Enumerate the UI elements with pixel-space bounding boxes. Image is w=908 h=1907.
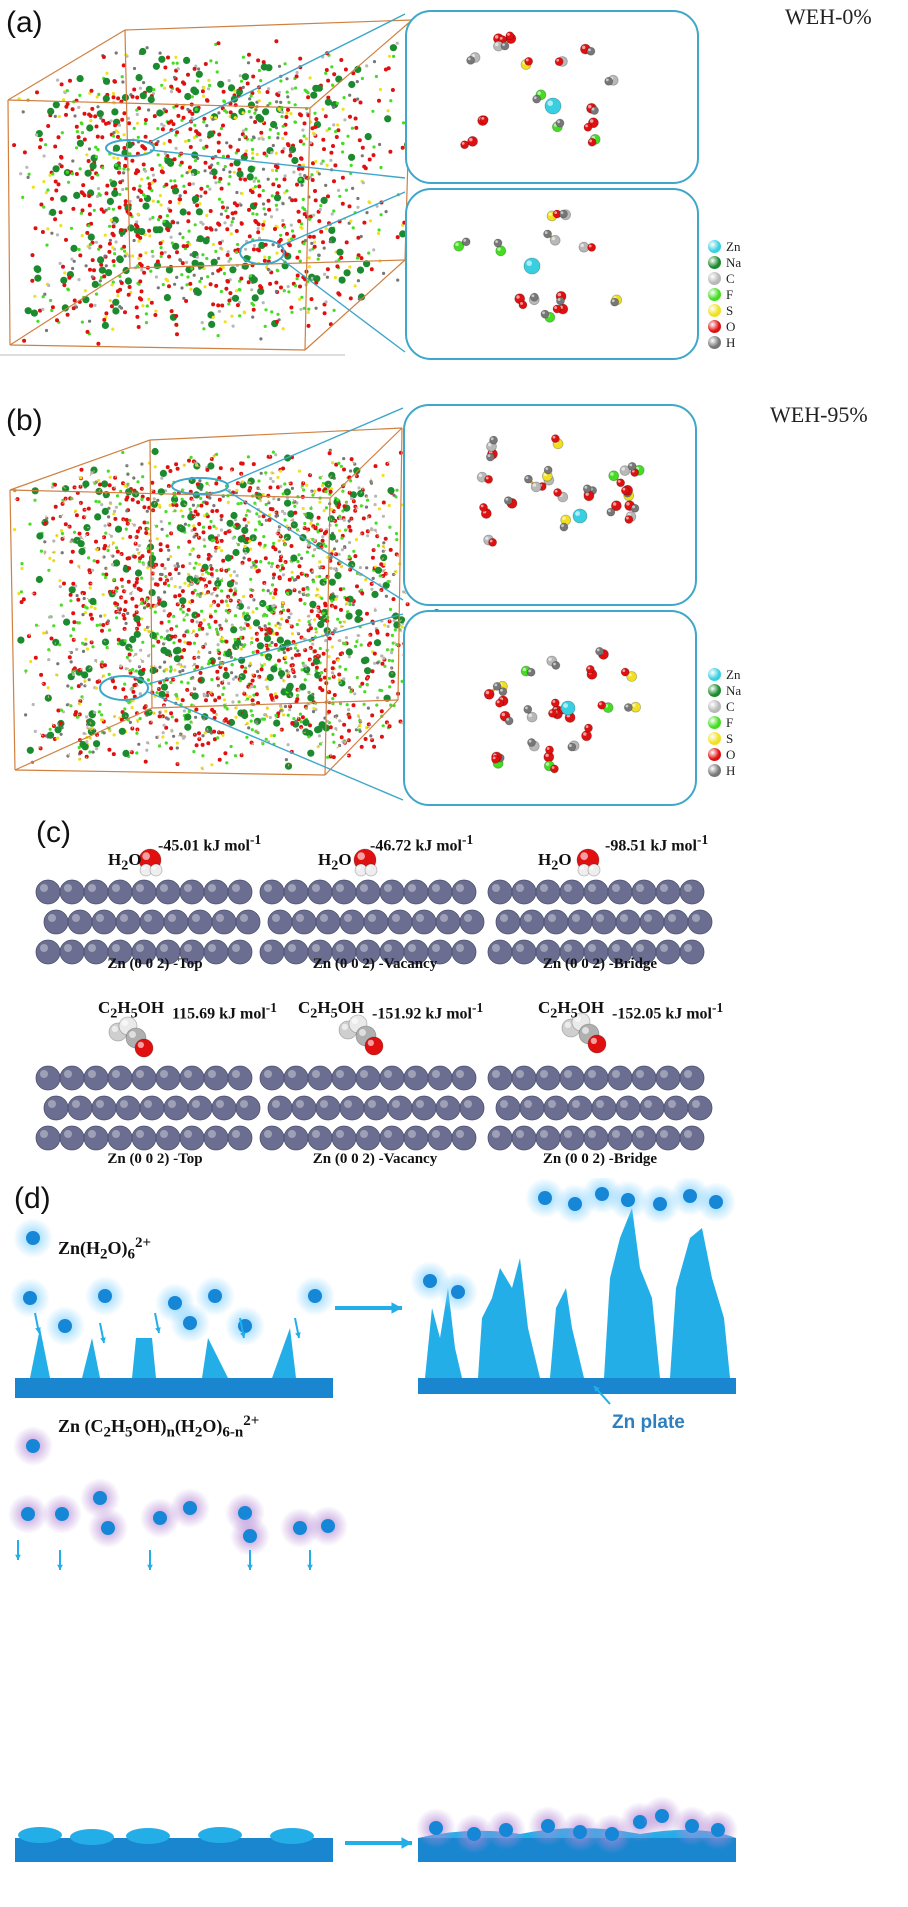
legend-dot-o xyxy=(708,320,721,333)
molecule-label-3: H2O xyxy=(538,850,572,874)
legend-dot-na xyxy=(708,256,721,269)
adsorption-energy-4: 115.69 kJ mol-1 xyxy=(172,1000,277,1023)
legend-label-h: H xyxy=(726,763,736,778)
legend-dot-h xyxy=(708,336,721,349)
molecule-label-6: C2H5OH xyxy=(538,998,605,1022)
md-snapshot-weh-0 xyxy=(0,13,413,356)
site-label-1: Zn (0 0 2) -Top xyxy=(107,956,203,972)
legend-dot-na xyxy=(708,684,721,697)
legend-dot-c xyxy=(708,700,721,713)
adsorption-energy-6: -152.05 kJ mol-1 xyxy=(612,1000,724,1023)
panel-label-a: (a) xyxy=(6,6,43,39)
legend-dot-f xyxy=(708,716,721,729)
legend-dot-s xyxy=(708,304,721,317)
site-label-5: Zn (0 0 2) -Vacancy xyxy=(312,1151,438,1167)
deposition-scheme xyxy=(8,1178,738,1862)
species-label-ethanol: Zn (C2H5OH)n(H2O)6-n2+ xyxy=(58,1413,260,1441)
legend-label-c: C xyxy=(726,699,735,714)
panel-label-b: (b) xyxy=(6,404,43,437)
legend-label-zn: Zn xyxy=(726,667,741,682)
legend-label-na: Na xyxy=(726,683,742,698)
adsorption-energy-2: -46.72 kJ mol-1 xyxy=(370,832,474,855)
callout-molecules-a xyxy=(453,31,623,323)
legend-label-f: F xyxy=(726,715,734,730)
zoom-callout-b-bottom xyxy=(403,610,697,806)
panel-c: (c) H2O -45.01 kJ mol-1 Zn (0 0 2) -Top … xyxy=(0,808,908,1173)
legend-dot-c xyxy=(708,272,721,285)
legend-label-o: O xyxy=(726,747,736,762)
legend-dot-zn xyxy=(708,668,721,681)
molecule-label-2: H2O xyxy=(318,850,352,874)
adsorption-energy-5: -151.92 kJ mol-1 xyxy=(372,1000,484,1023)
legend-dot-o xyxy=(708,748,721,761)
adsorption-energy-3: -98.51 kJ mol-1 xyxy=(605,832,709,855)
legend-label-s: S xyxy=(726,731,734,746)
legend-label-c: C xyxy=(726,271,735,286)
panel-title-b: WEH-95% xyxy=(770,402,868,427)
species-label-water: Zn(H2O)62+ xyxy=(58,1235,152,1263)
legend-label-na: Na xyxy=(726,255,742,270)
legend-label-f: F xyxy=(726,287,734,302)
molecule-label-5: C2H5OH xyxy=(298,998,365,1022)
panel-title-a: WEH-0% xyxy=(785,4,872,29)
md-snapshot-weh-95 xyxy=(9,407,454,801)
molecule-label-1: H2O xyxy=(108,850,142,874)
panel-label-d: (d) xyxy=(14,1182,51,1215)
legend-label-zn: Zn xyxy=(726,239,741,254)
legend-label-s: S xyxy=(726,303,734,318)
molecule-label-4: C2H5OH xyxy=(98,998,165,1022)
zoom-callout-b-top xyxy=(403,404,697,606)
panel-label-c: (c) xyxy=(36,816,71,849)
adsorption-energy-1: -45.01 kJ mol-1 xyxy=(158,832,262,855)
legend-dot-f xyxy=(708,288,721,301)
legend-label-o: O xyxy=(726,319,736,334)
panel-d: (d) Zn(H2O)62+ Zn (C2H5OH)n(H2O)6-n2+ Zn… xyxy=(0,1178,908,1907)
legend-dot-s xyxy=(708,732,721,745)
callout-molecules-b xyxy=(476,434,645,774)
adsorption-models xyxy=(35,848,713,1151)
legend-dot-zn xyxy=(708,240,721,253)
site-label-4: Zn (0 0 2) -Top xyxy=(107,1151,203,1167)
site-label-3: Zn (0 0 2) -Bridge xyxy=(542,956,658,972)
zn-plate-label: Zn plate xyxy=(612,1412,685,1433)
legend-label-h: H xyxy=(726,335,736,350)
zoom-callout-a-top xyxy=(405,10,699,184)
site-label-2: Zn (0 0 2) -Vacancy xyxy=(312,956,438,972)
site-label-6: Zn (0 0 2) -Bridge xyxy=(542,1151,658,1167)
legend-dot-h xyxy=(708,764,721,777)
